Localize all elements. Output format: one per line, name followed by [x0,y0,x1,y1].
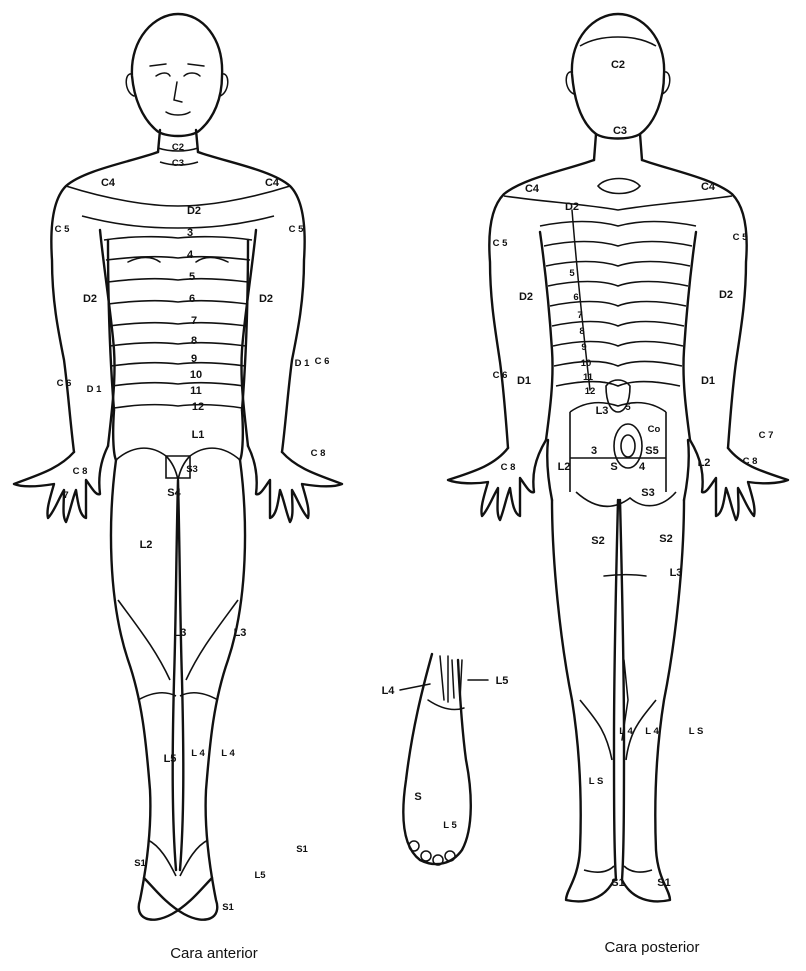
post-label-t6: 6 [573,292,578,303]
label-c6-left: C 6 [57,378,72,389]
label-seg10: 10 [190,369,202,381]
label-c3: C3 [172,158,184,169]
post-label-c6-left: C 6 [493,370,508,381]
post-label-s-left: S [610,461,617,473]
post-label-s3-left: 3 [591,445,597,457]
label-seg5: 5 [189,271,195,283]
label-seg8: 8 [191,335,197,347]
label-l3-right: L3 [234,627,247,639]
post-label-c4-right: C4 [701,181,716,193]
label-l5-foot: L5 [254,870,266,881]
caption-anterior: Cara anterior [170,945,258,962]
post-label-t9: 9 [581,342,586,353]
post-label-t7: 7 [577,310,582,321]
post-label-l5-back: 5 [625,402,631,413]
foot-label-l4: L4 [382,685,396,697]
label-s1-center: S1 [222,902,234,913]
foot-sole-view: L4 L5 S L 5 [382,654,509,865]
label-l2: L2 [140,539,153,551]
post-label-c5-left: C 5 [493,238,509,249]
label-c2: C2 [172,142,184,153]
label-s1-right: S1 [296,844,308,855]
label-seg12: 12 [192,401,204,413]
label-seg6: 6 [189,293,195,305]
post-label-c8-right: C 8 [743,456,758,467]
post-label-d2-arm-right: D2 [719,289,733,301]
post-label-d1-left: D1 [517,375,531,387]
foot-label-l5: L5 [496,675,509,687]
label-seg11: 11 [190,385,202,397]
post-label-l4-right: L 4 [645,726,659,737]
label-c4-left: C4 [101,177,116,189]
label-d2-arm-left: D2 [83,293,97,305]
post-label-l2-right: L2 [698,457,711,469]
post-label-s2-left: S2 [591,535,604,547]
label-d1-left: D 1 [87,384,103,395]
label-s1-left: S1 [134,858,146,869]
post-label-c5-right: C 5 [733,232,749,243]
post-label-t5: 5 [569,268,575,279]
post-label-c7-right: C 7 [759,430,774,441]
post-label-s1-right: S1 [657,877,670,889]
post-label-l3-back: L3 [596,405,609,417]
foot-label-s1: S [414,791,421,803]
posterior-body [448,14,788,901]
post-label-d1-right: D1 [701,375,715,387]
label-s4: S4 [167,487,181,499]
label-l4-left: L 4 [191,748,205,759]
post-label-c3: C3 [613,125,627,137]
label-c5-left: C 5 [55,224,71,235]
label-c7-left: 7 [63,490,68,501]
label-seg4: 4 [187,249,194,261]
post-label-l5-leg-right: L S [689,726,704,737]
post-label-t8: 8 [579,326,584,337]
post-label-s1-left: S1 [611,877,624,889]
post-label-c8-left: C 8 [501,462,516,473]
post-label-c4-left: C4 [525,183,540,195]
post-label-l3-thigh: L3 [670,567,683,579]
post-label-t11: 11 [583,372,594,383]
post-label-t10: 10 [581,358,592,369]
label-d2-chest: D2 [187,205,201,217]
post-label-s2-right: S2 [659,533,672,545]
post-label-l4-left: L 4 [619,726,633,737]
label-c8-right: C 8 [311,448,326,459]
label-d2-arm-right: D2 [259,293,273,305]
label-d1-right: D 1 [295,358,311,369]
foot-label-l5-side: L 5 [443,820,457,831]
label-c8-left: C 8 [73,466,88,477]
label-l5: L5 [164,753,177,765]
anterior-labels: C2 C3 C4 C4 D2 C 5 C 5 D2 D2 C 6 C 6 D 1… [55,142,330,913]
post-label-d2-arm-left: D2 [519,291,533,303]
label-l1: L1 [192,429,205,441]
post-label-s5: S5 [645,445,658,457]
post-label-s3: S3 [641,487,654,499]
post-label-s4: 4 [639,461,646,473]
caption-posterior: Cara posterior [604,939,699,956]
label-l3-left: L3 [174,627,187,639]
label-l4-right: L 4 [221,748,235,759]
post-label-l5-leg-left: L S [589,776,604,787]
post-label-t12: 12 [585,386,596,397]
post-label-l2-left: L2 [558,461,571,473]
label-c5-right: C 5 [289,224,305,235]
label-seg9: 9 [191,353,197,365]
post-label-c2: C2 [611,59,625,71]
post-label-d2: D2 [565,201,579,213]
post-label-coccyx: Co [648,424,661,435]
label-seg3: 3 [187,227,193,239]
label-c6-right: C 6 [315,356,330,367]
label-seg7: 7 [191,315,197,327]
label-s3: S3 [186,464,198,475]
label-c4-right: C4 [265,177,280,189]
